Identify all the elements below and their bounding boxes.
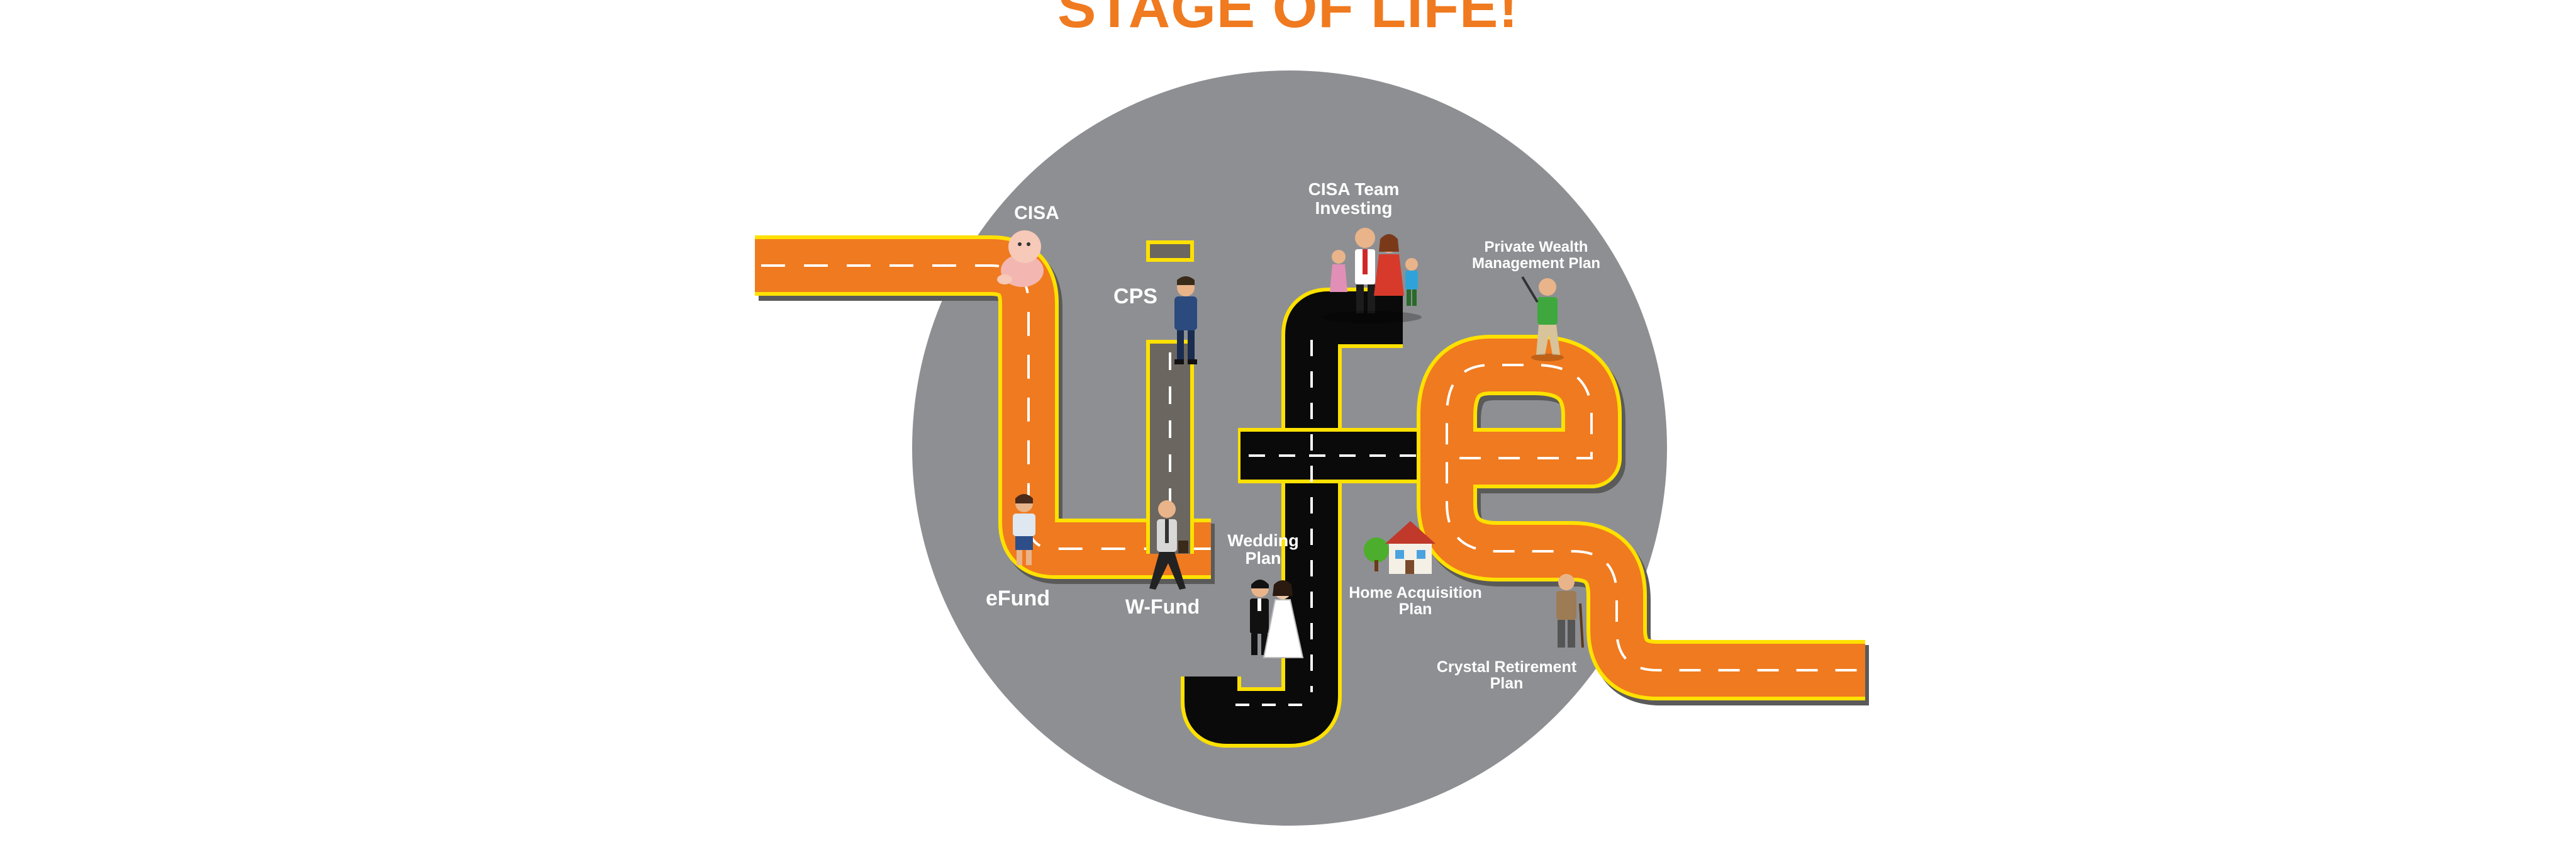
road-letter-e: [1417, 335, 1869, 705]
bride-groom-icon: [1250, 580, 1304, 658]
svg-text:W-Fund: W-Fund: [1125, 595, 1200, 618]
baby-icon: [997, 230, 1044, 287]
svg-text:Plan: Plan: [1490, 675, 1524, 692]
svg-text:Home Acquisition: Home Acquisition: [1349, 584, 1482, 602]
elderly-man-icon: [1556, 574, 1584, 648]
svg-text:CPS: CPS: [1113, 284, 1157, 308]
svg-text:Plan: Plan: [1399, 600, 1432, 618]
road-letter-i: [1146, 240, 1194, 554]
road-letter-f: [1181, 288, 1427, 748]
svg-text:eFund: eFund: [986, 587, 1050, 610]
svg-text:CISA: CISA: [1014, 203, 1059, 223]
label-wedding: Wedding Plan: [1227, 531, 1298, 568]
label-cps: CPS: [1113, 284, 1157, 308]
label-private-wealth: Private Wealth Management Plan: [1472, 239, 1600, 272]
house-icon: [1364, 521, 1436, 574]
svg-text:Crystal Retirement: Crystal Retirement: [1437, 658, 1577, 676]
svg-text:Plan: Plan: [1245, 549, 1281, 568]
label-efund: eFund: [986, 587, 1050, 610]
golfer-icon: [1521, 276, 1564, 361]
label-wfund: W-Fund: [1125, 595, 1200, 618]
page-title: STAGE OF LIFE!: [1057, 0, 1519, 40]
svg-text:Investing: Investing: [1315, 198, 1393, 218]
schoolboy-icon: [1174, 276, 1197, 364]
label-home: Home Acquisition Plan: [1349, 584, 1482, 618]
label-cisa: CISA: [1014, 203, 1059, 223]
svg-text:CISA Team: CISA Team: [1308, 179, 1400, 199]
svg-text:Management Plan: Management Plan: [1472, 255, 1600, 272]
family-icon: [1321, 228, 1422, 323]
svg-text:Wedding: Wedding: [1227, 531, 1298, 550]
businessman-icon: [1149, 500, 1188, 590]
label-retirement: Crystal Retirement Plan: [1437, 658, 1577, 692]
child-icon: [1013, 494, 1035, 565]
label-cisa-team: CISA Team Investing: [1308, 179, 1400, 218]
svg-text:Private Wealth: Private Wealth: [1485, 239, 1588, 255]
